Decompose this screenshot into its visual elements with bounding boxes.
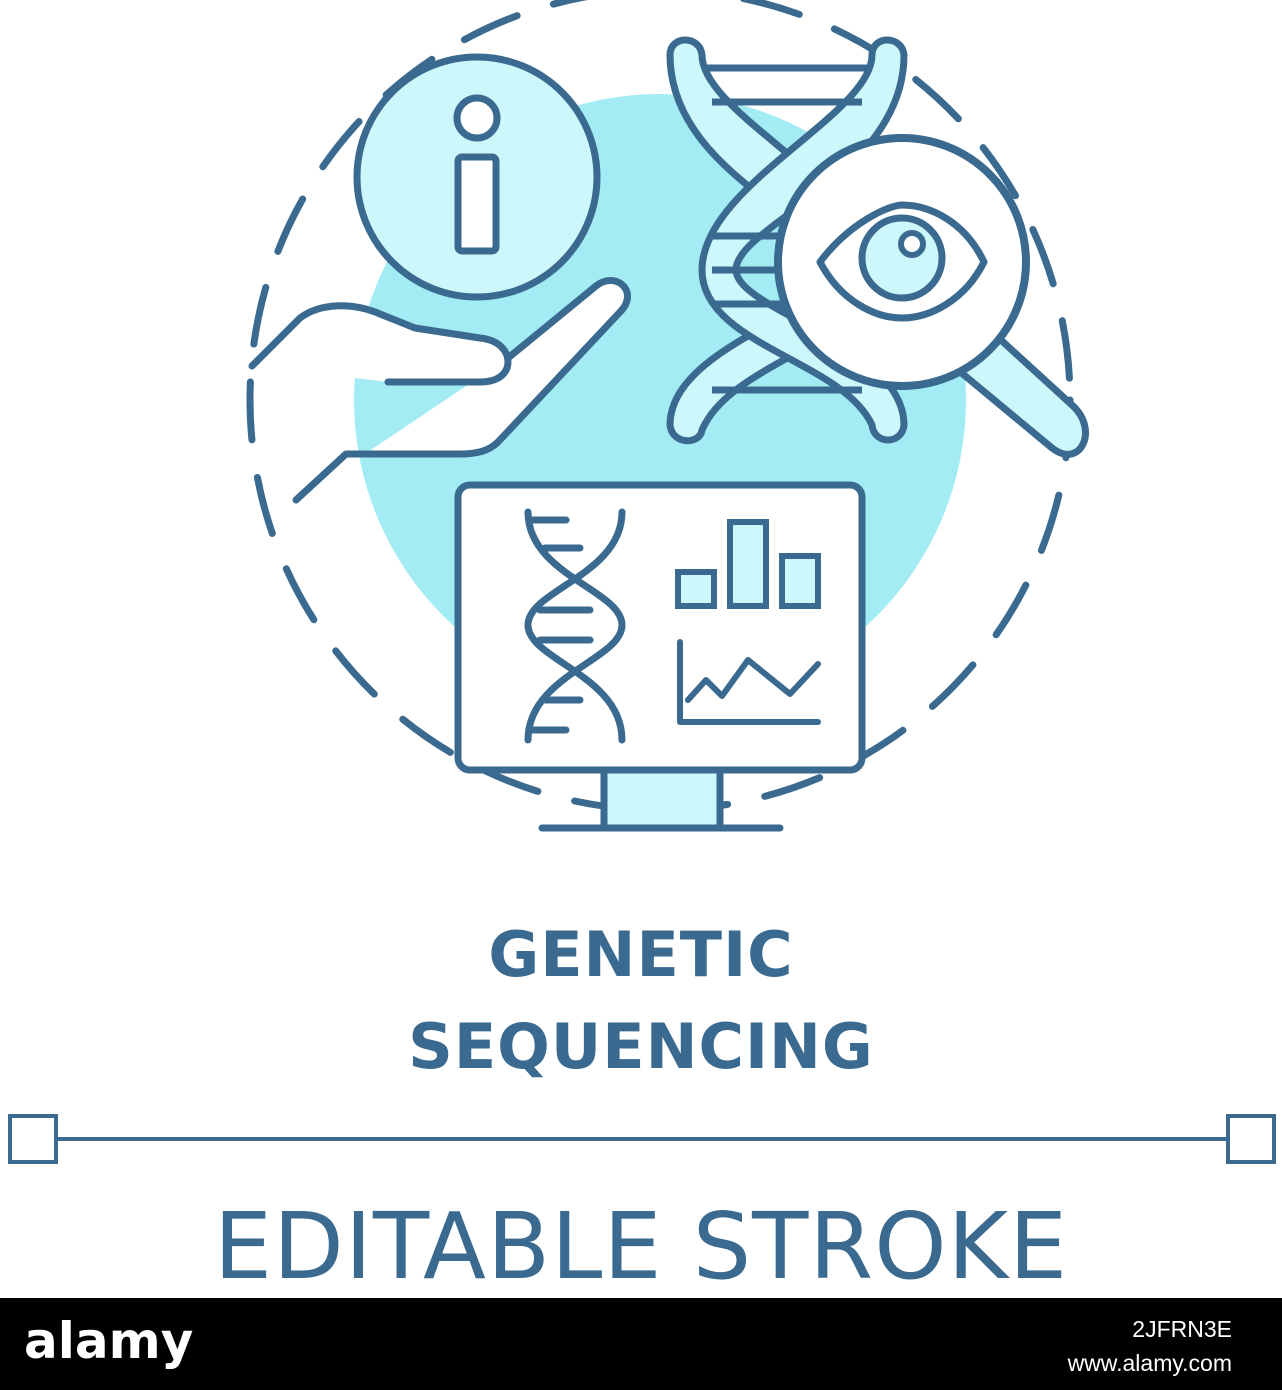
- editable-stroke-label: EDITABLE STROKE: [213, 1194, 1069, 1300]
- alamy-logo: alamy: [24, 1312, 194, 1370]
- hand-icon: [248, 277, 631, 504]
- eye-icon: [816, 201, 988, 322]
- icon-title-line-1: GENETIC: [488, 918, 794, 991]
- image-code: 2JFRN3E: [1132, 1316, 1232, 1342]
- info-icon: [353, 53, 601, 301]
- bar-chart-icon: [675, 519, 821, 609]
- site-url: www.alamy.com: [1067, 1350, 1232, 1376]
- magnifier-icon: [774, 134, 1089, 458]
- monitor-icon: [454, 481, 866, 832]
- stock-photo-banner: alamy 2JFRN3E www.alamy.com: [0, 1298, 1282, 1390]
- genetic-sequencing-illustration: [8, 0, 1276, 1164]
- icon-title-line-2: SEQUENCING: [408, 1010, 874, 1083]
- line-chart-icon: [677, 639, 821, 725]
- editable-stroke-divider: [8, 1114, 1276, 1164]
- image-code-block: 2JFRN3E www.alamy.com: [1068, 1312, 1232, 1380]
- dna-helix-icon: [524, 508, 626, 744]
